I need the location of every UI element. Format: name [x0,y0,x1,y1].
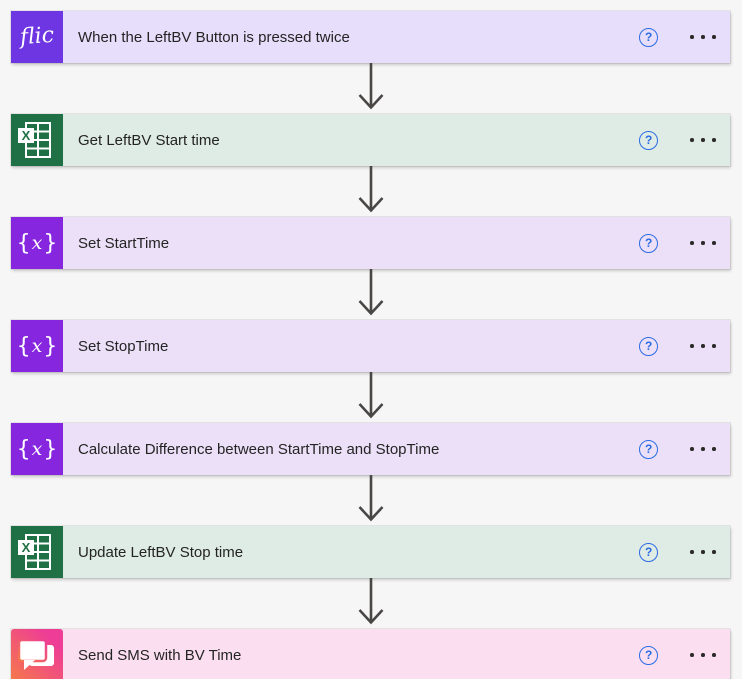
step-title: Get LeftBV Start time [78,131,220,149]
menu-ellipsis-icon[interactable] [688,237,718,249]
flow-step-card[interactable]: flic When the LeftBV Button is pressed t… [11,11,730,63]
flow-step-card[interactable]: X Update LeftBV Stop time ? [11,526,730,578]
variable-icon: {x} [11,320,63,372]
ellipsis-dot [690,447,694,451]
down-arrow-icon[interactable] [353,166,389,217]
menu-ellipsis-icon[interactable] [688,546,718,558]
excel-logo-glyph: X [18,534,51,570]
ellipsis-dot [690,550,694,554]
ellipsis-dot [701,447,705,451]
flow-step-card[interactable]: {x} Set StartTime ? [11,217,730,269]
excel-icon: X [11,114,63,166]
ellipsis-dot [690,138,694,142]
variable-x-glyph: {x} [16,436,58,462]
ellipsis-dot [712,35,716,39]
menu-ellipsis-icon[interactable] [688,649,718,661]
flow-step-card[interactable]: X Get LeftBV Start time ? [11,114,730,166]
down-arrow-icon[interactable] [353,578,389,629]
ellipsis-dot [712,241,716,245]
flic-icon: flic [11,11,63,63]
help-icon[interactable]: ? [639,27,659,47]
menu-ellipsis-icon[interactable] [688,340,718,352]
step-connector [11,63,730,114]
menu-ellipsis-icon[interactable] [688,443,718,455]
down-arrow-icon[interactable] [353,475,389,526]
help-icon[interactable]: ? [639,439,659,459]
down-arrow-icon[interactable] [353,372,389,423]
sms-bubbles-glyph [17,638,54,670]
ellipsis-dot [712,653,716,657]
help-icon[interactable]: ? [639,233,659,253]
ellipsis-dot [701,241,705,245]
flow-step-card[interactable]: Send SMS with BV Time ? [11,629,730,679]
help-icon[interactable]: ? [639,336,659,356]
svg-text:X: X [22,128,31,143]
variable-icon: {x} [11,423,63,475]
step-title: When the LeftBV Button is pressed twice [78,28,350,46]
ellipsis-dot [701,138,705,142]
step-connector [11,475,730,526]
menu-ellipsis-icon[interactable] [688,31,718,43]
ellipsis-dot [690,653,694,657]
ellipsis-dot [701,550,705,554]
ellipsis-dot [712,138,716,142]
sms-icon [11,629,63,679]
ellipsis-dot [690,344,694,348]
help-icon[interactable]: ? [639,542,659,562]
down-arrow-icon[interactable] [353,63,389,114]
step-connector [11,269,730,320]
ellipsis-dot [712,447,716,451]
step-title: Set StopTime [78,337,169,355]
ellipsis-dot [701,653,705,657]
step-connector [11,372,730,423]
ellipsis-dot [712,550,716,554]
excel-logo-glyph: X [18,122,51,158]
variable-x-glyph: {x} [16,230,58,256]
ellipsis-dot [701,344,705,348]
flic-logo-glyph: flic [19,22,55,51]
step-connector [11,166,730,217]
flow-step-card[interactable]: {x} Set StopTime ? [11,320,730,372]
variable-x-glyph: {x} [16,333,58,359]
excel-icon: X [11,526,63,578]
variable-icon: {x} [11,217,63,269]
step-title: Set StartTime [78,234,170,252]
menu-ellipsis-icon[interactable] [688,134,718,146]
ellipsis-dot [690,241,694,245]
ellipsis-dot [712,344,716,348]
down-arrow-icon[interactable] [353,269,389,320]
step-title: Calculate Difference between StartTime a… [78,440,440,458]
help-icon[interactable]: ? [639,130,659,150]
ellipsis-dot [690,35,694,39]
ellipsis-dot [701,35,705,39]
step-title: Update LeftBV Stop time [78,543,244,561]
step-title: Send SMS with BV Time [78,646,242,664]
flow-step-card[interactable]: {x} Calculate Difference between StartTi… [11,423,730,475]
svg-text:X: X [22,540,31,555]
step-connector [11,578,730,629]
help-icon[interactable]: ? [639,645,659,665]
